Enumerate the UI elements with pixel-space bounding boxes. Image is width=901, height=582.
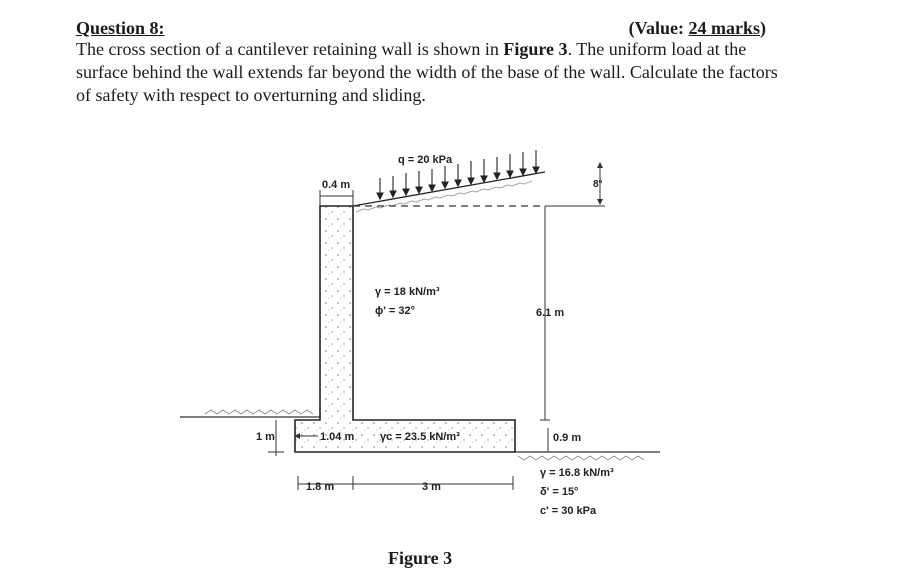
value-suffix: ) — [760, 18, 766, 38]
figure-reference: Figure 3 — [503, 39, 568, 59]
slope-angle-label: 8° — [593, 179, 603, 190]
wall-height-label: 6.1 m — [536, 307, 564, 319]
backfill-gamma-label: γ = 18 kN/m³ — [375, 286, 440, 298]
concrete-gamma-label: γc = 23.5 kN/m³ — [380, 431, 460, 443]
base-thickness-arrow — [294, 433, 300, 439]
question-value: (Value: 24 marks) — [629, 18, 766, 39]
backfill-slope — [352, 171, 546, 207]
foundation-delta-label: δ' = 15° — [540, 486, 578, 498]
surcharge-label: q = 20 kPa — [398, 154, 453, 166]
front-depth-label: 0.9 m — [553, 432, 581, 444]
foundation-c-label: c' = 30 kPa — [540, 505, 597, 517]
heel-length-label: 3 m — [422, 481, 441, 493]
figure-caption: Figure 3 — [388, 548, 453, 568]
slope-hatch — [355, 180, 533, 213]
surcharge-arrows — [376, 150, 540, 201]
question-text: The cross section of a cantilever retain… — [76, 38, 796, 107]
retaining-wall-concrete — [294, 205, 516, 453]
question-text-part1: The cross section of a cantilever retain… — [76, 39, 504, 59]
stem-width-label: 0.4 m — [322, 179, 350, 191]
foundation-gamma-label: γ = 16.8 kN/m³ — [540, 467, 614, 479]
backfill-phi-label: ϕ' = 32° — [375, 305, 415, 317]
base-thickness-label: 1.04 m — [320, 431, 354, 443]
front-ground-hatch — [204, 409, 314, 415]
question-label: Question 8: — [76, 18, 165, 38]
value-prefix: (Value: — [628, 18, 689, 38]
value-marks: 24 marks — [688, 18, 761, 38]
toe-length-label: 1.8 m — [306, 481, 334, 493]
question-header: Question 8: (Value: 24 marks) — [76, 18, 766, 40]
question-text-part2: . The uniform load at the surface behind… — [76, 39, 778, 105]
foundation-hatch — [517, 455, 645, 461]
toe-depth-label: 1 m — [256, 431, 275, 443]
